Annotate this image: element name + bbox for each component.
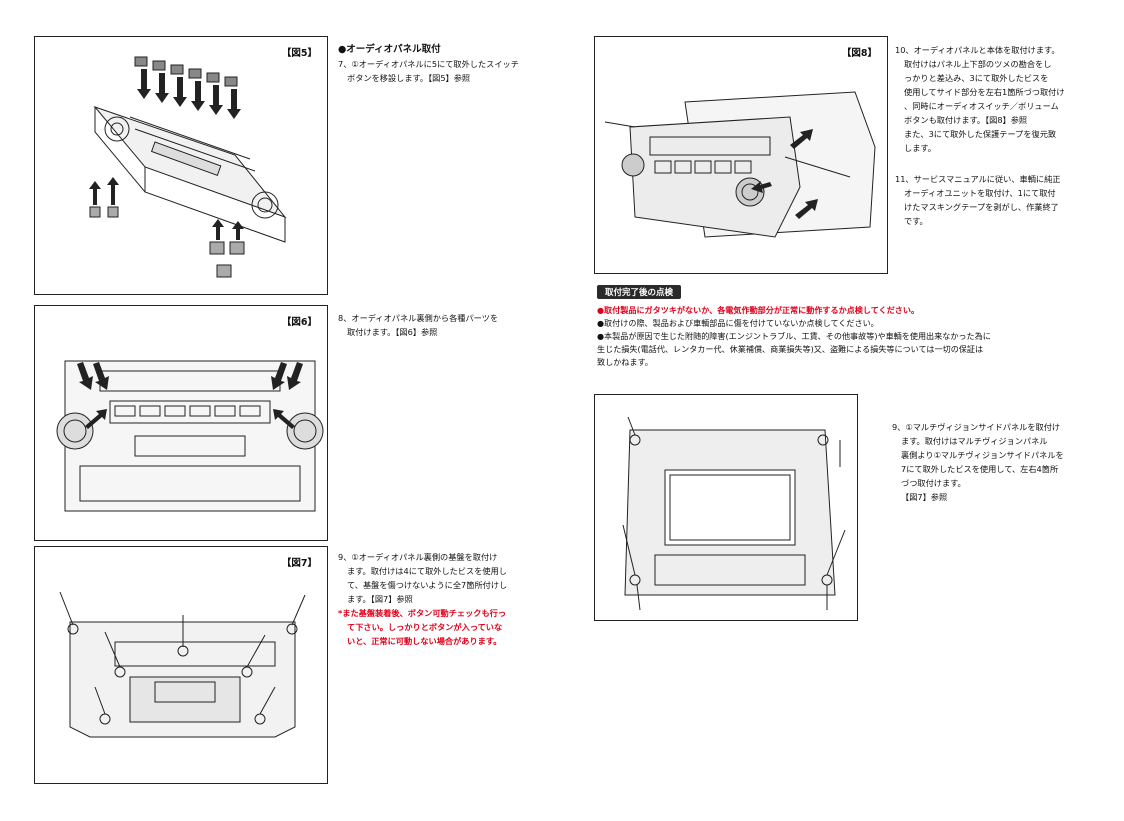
step8-line2: 取付けます。【図6】参照 [347, 327, 438, 337]
figure-7-label: 【図7】 [281, 558, 317, 569]
step9b-line6: 【図7】参照 [901, 492, 948, 502]
check-section: ●取付製品にガタツキがないか、各電気作動部分が正常に動作するか点検してください。… [597, 304, 1107, 369]
step7-line2: ボタンを移設します。【図5】参照 [347, 73, 471, 83]
check-item-2: ●取付けの際、製品および車輌部品に傷を付けていないか点検してください。 [597, 318, 879, 328]
step9a-line3: て、基盤を傷つけないように全7箇所付けし [347, 580, 508, 590]
step8-line1: 8、オーディオパネル裏側から各種パーツを [338, 313, 499, 323]
figure-7: 【図7】 [34, 546, 328, 784]
step9b-line4: 7にて取外したビスを使用して、左右4箇所 [901, 464, 1059, 474]
step10-line4: 使用してサイド部分を左右1箇所づつ取付け [904, 87, 1065, 97]
figure-6-illustration [56, 360, 324, 512]
step10-line6: ボタンも取付けます。【図8】参照 [904, 115, 1028, 125]
step9b-text: 9、①マルチヴィジョンサイドパネルを取付け ます。取付けはマルチヴィジョンパネル… [892, 420, 1112, 504]
figure-6-label: 【図6】 [281, 317, 317, 328]
step10-text: 10、オーディオパネルと本体を取付けます。 取付けはパネル上下部のツメの勘合をし… [895, 43, 1115, 155]
step10-line2: 取付けはパネル上下部のツメの勘合をし [904, 59, 1052, 69]
check-item-3-line1: ●本製品が原因で生じた附随的障害(エンジントラブル、工賃、その他事故等)や車輌を… [597, 331, 991, 341]
step9b-line3: 裏側より①マルチヴィジョンサイドパネルを [901, 450, 1064, 460]
step9a-note-line3: いと、正常に可動しない場合があります。 [347, 636, 502, 646]
figure-5-illustration [89, 56, 287, 278]
check-item-3-line3: 致しかねます。 [597, 357, 653, 367]
figure-7-illustration [59, 591, 306, 738]
step9b-line5: づつ取付けます。 [901, 478, 966, 488]
check-item-3-line2: 生じた損失(電話代、レンタカー代、休業補償、商業損失等)又、盗難による損失等につ… [597, 344, 984, 354]
step11-line3: けたマスキングテープを剥がし、作業終了 [904, 202, 1059, 212]
step9a-note-line1: *また基盤装着後、ボタン可動チェックも行っ [338, 608, 507, 618]
figure-6: 【図6】 [34, 305, 328, 541]
figure-multivision [594, 394, 858, 621]
step8-text: 8、オーディオパネル裏側から各種パーツを 取付けます。【図6】参照 [338, 311, 568, 339]
step9b-line1: 9、①マルチヴィジョンサイドパネルを取付け [892, 422, 1061, 432]
figure-8-illustration [604, 91, 876, 238]
step7-line1: 7、①オーディオパネルに5にて取外したスイッチ [338, 59, 519, 69]
step9a-line4: ます。【図7】参照 [347, 594, 413, 604]
step10-line7: また、3にて取外した保護テープを復元致 [904, 129, 1057, 139]
audio-panel-section: ●オーディオパネル取付 7、①オーディオパネルに5にて取外したスイッチ ボタンを… [338, 43, 568, 85]
step9a-text: 9、①オーディオパネル裏側の基盤を取付け ます。取付けは4にて取外したビスを使用… [338, 550, 568, 648]
step9a-note-line2: て下さい。しっかりとボタンが入っていな [347, 622, 503, 632]
multivision-illustration [622, 416, 846, 611]
step11-text: 11、サービスマニュアルに従い、車輌に純正 オーディオユニットを取付け、1にて取… [895, 172, 1115, 228]
step10-line3: っかりと差込み、3にて取外したビスを [904, 73, 1049, 83]
figure-8: 【図8】 [594, 36, 888, 274]
figure-8-label: 【図8】 [841, 48, 877, 59]
audio-panel-heading: ●オーディオパネル取付 [338, 44, 441, 55]
step10-line8: します。 [904, 143, 936, 153]
check-badge: 取付完了後の点検 [597, 285, 682, 299]
step9b-line2: ます。取付けはマルチヴィジョンパネル [901, 436, 1048, 446]
step9a-line2: ます。取付けは4にて取外したビスを使用し [347, 566, 507, 576]
check-item-1: ●取付製品にガタツキがないか、各電気作動部分が正常に動作するか点検してください。 [597, 305, 920, 315]
step11-line2: オーディオユニットを取付け、1にて取付 [904, 188, 1056, 198]
step10-line5: 、同時にオーディオスイッチ／ボリューム [904, 101, 1059, 111]
step11-line4: です。 [904, 216, 928, 226]
step10-line1: 10、オーディオパネルと本体を取付けます。 [895, 45, 1060, 55]
figure-5-label: 【図5】 [281, 48, 317, 59]
step11-line1: 11、サービスマニュアルに従い、車輌に純正 [895, 174, 1061, 184]
step9a-line1: 9、①オーディオパネル裏側の基盤を取付け [338, 552, 498, 562]
figure-5: 【図5】 [34, 36, 328, 295]
